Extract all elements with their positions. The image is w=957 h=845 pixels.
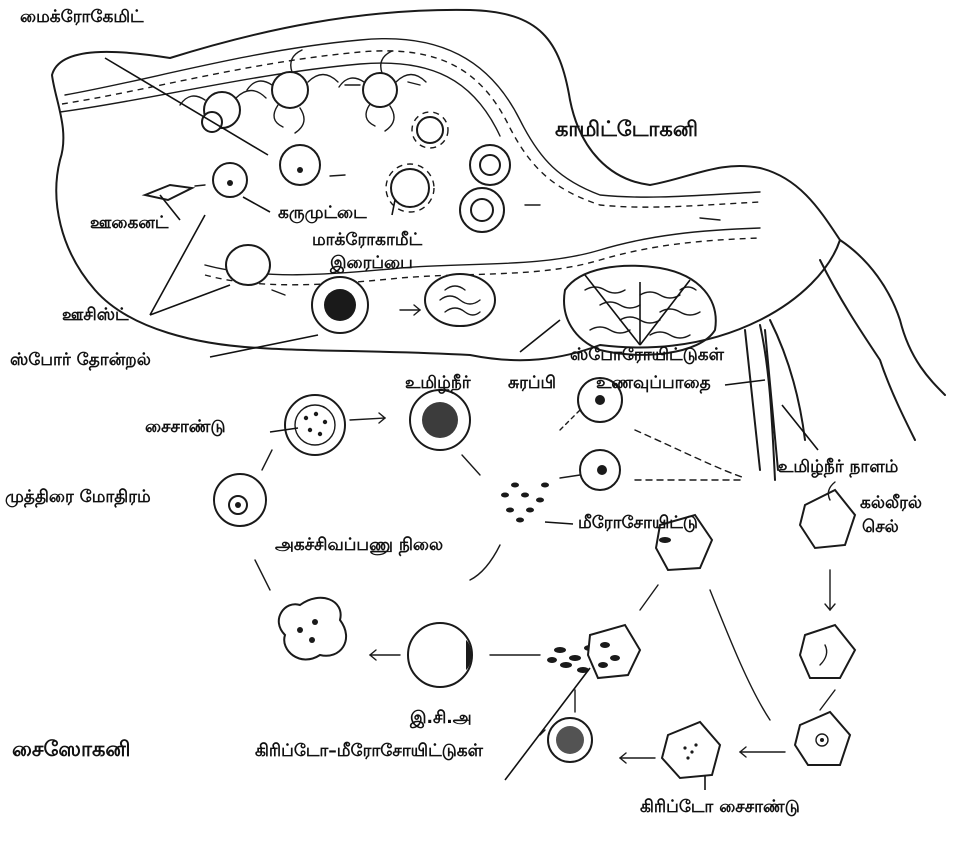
label-salivary-duct: உமிழ்நீர் நாளம் bbox=[778, 457, 899, 477]
label-stomach: இரைப்பை bbox=[329, 253, 413, 273]
label-liver-cell-2: செல் bbox=[862, 517, 899, 537]
label-gametogony: காமிட்டோகனி bbox=[555, 117, 698, 141]
label-crypto-merozoites: கிரிப்டோ–மீரோசோயிட்டுகள் bbox=[255, 741, 484, 761]
gametes-cluster bbox=[145, 50, 720, 333]
label-erythrocytic-stage: அகச்சிவப்பணு நிலை bbox=[275, 535, 443, 557]
label-sporozoites: ஸ்போரோயிட்டுகள் bbox=[570, 345, 725, 365]
mosquito-body bbox=[52, 10, 945, 480]
label-food-canal: உணவுப்பாதை bbox=[596, 373, 711, 393]
label-liver-cell-1: கல்லீரல் bbox=[860, 493, 922, 513]
label-schizogony: சைஸோகனி bbox=[12, 737, 131, 761]
label-microgamete: மைக்ரோகேமிட் bbox=[20, 7, 144, 27]
label-sporogony: ஸ்போர் தோன்றல் bbox=[10, 350, 151, 370]
label-schizont: சைசாண்டு bbox=[145, 417, 226, 437]
label-ovum: கருமுட்டை bbox=[278, 203, 367, 223]
label-crypto-schizont: கிரிப்டோ சைசாண்டு bbox=[640, 797, 800, 817]
label-merozoite: மீரோசோயிட்டு bbox=[578, 513, 698, 533]
label-ookinete: ஊகைனட் bbox=[90, 213, 169, 233]
schizogony-cycle bbox=[214, 378, 855, 778]
label-saliva-top: உமிழ்நீர் bbox=[405, 373, 472, 393]
label-oocyst: ஊசிஸ்ட் bbox=[62, 305, 129, 325]
label-macrogamete: மாக்ரோகாமீட் bbox=[312, 230, 423, 250]
label-signet-ring: முத்திரை மோதிரம் bbox=[5, 487, 151, 507]
label-rbc: இ.சி.அ bbox=[409, 708, 472, 728]
label-salivary-gland: சுரப்பி bbox=[508, 373, 556, 393]
